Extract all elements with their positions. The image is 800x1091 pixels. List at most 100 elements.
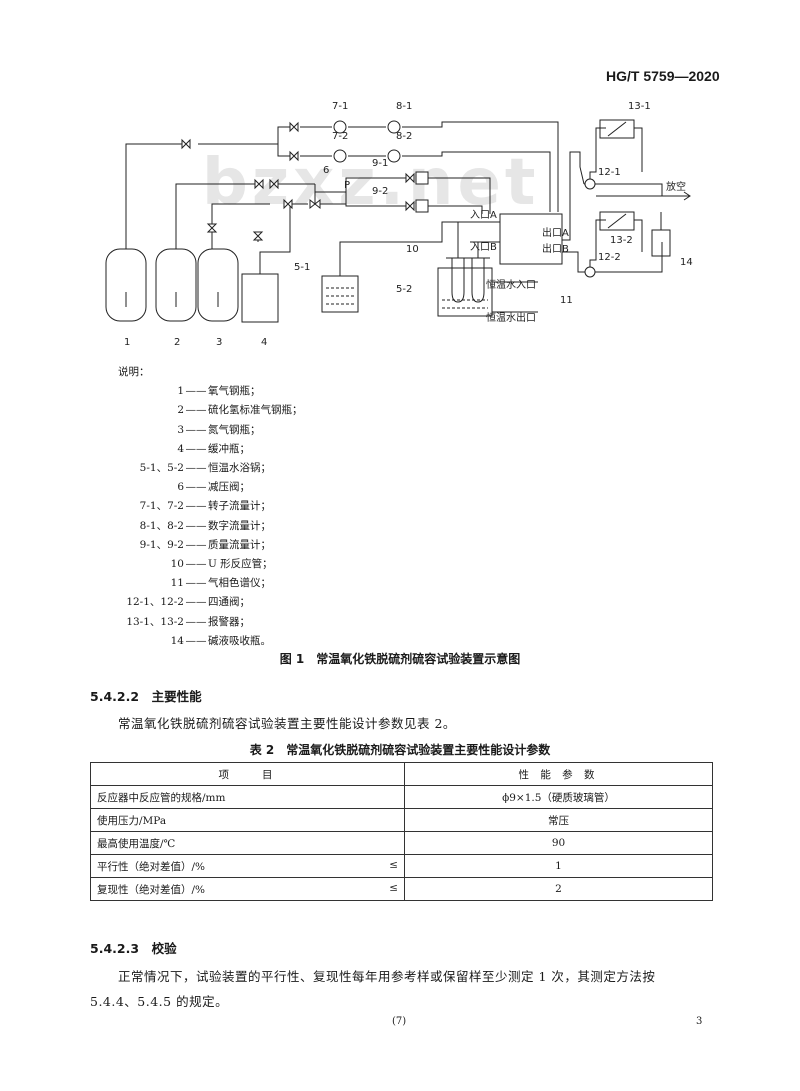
page-number: 3 (696, 1016, 703, 1027)
paragraph-5423-line1: 正常情况下，试验装置的平行性、复现性每年用参考样或保留样至少测定 1 次，其测定… (118, 969, 656, 984)
legend-item-text: 氮气钢瓶； (208, 423, 261, 436)
section-5423-heading: 5.4.2.3 校验 (90, 938, 177, 957)
item-symbol: ≤ (389, 881, 398, 894)
legend-item-text: 硫化氢标准气钢瓶； (208, 404, 303, 417)
label-13-1: 13-1 (628, 101, 651, 112)
legend-item-number: 11 (170, 577, 184, 590)
paragraph-5422: 常温氧化铁脱硫剂硫容试验装置主要性能设计参数见表 2。 (118, 716, 456, 731)
section-5422-heading: 5.4.2.2 主要性能 (90, 686, 202, 705)
label-6: 6 (323, 165, 329, 176)
legend-item: 13-1、13-2——报警器； (118, 613, 303, 632)
legend-item: 4——缓冲瓶； (118, 440, 303, 459)
label-8-1: 8-1 (396, 101, 412, 112)
item-text: 最高使用温度/℃ (97, 837, 176, 850)
label-inlet-a: 入口A (470, 210, 497, 221)
legend-dash: —— (185, 596, 207, 609)
footer-center: (7) (392, 1016, 407, 1027)
table-header-value: 性 能 参 数 (404, 762, 713, 786)
legend-dash: —— (185, 385, 207, 398)
figure-caption: 图 1 常温氧化铁脱硫剂硫容试验装置示意图 (279, 652, 521, 666)
label-11: 11 (560, 295, 573, 306)
table-row: 平行性（绝对差值）/% ≤1 (90, 854, 713, 878)
legend-title: 说明： (118, 366, 150, 378)
label-5-2: 5-2 (396, 284, 412, 295)
legend-item-number: 3 (177, 423, 184, 436)
table-row: 最高使用温度/℃ 90 (90, 831, 713, 855)
label-7-1: 7-1 (332, 101, 348, 112)
label-13-2: 13-2 (610, 235, 633, 246)
item-symbol: ≤ (389, 858, 398, 871)
apparatus-diagram: bzxz.net (105, 101, 693, 348)
legend-item-number: 12-1、12-2 (126, 596, 184, 609)
item-text: 平行性（绝对差值）/% (97, 860, 206, 873)
legend-item: 10——U 形反应管； (118, 555, 303, 574)
legend-item-text: 四通阀； (208, 596, 250, 609)
legend-dash: —— (185, 558, 207, 571)
label-inlet-b: 入口B (470, 242, 497, 253)
legend-item-number: 13-1、13-2 (126, 615, 184, 628)
table-caption: 表 2 常温氧化铁脱硫剂硫容试验装置主要性能设计参数 (249, 743, 551, 757)
legend-item: 7-1、7-2——转子流量计； (118, 497, 303, 516)
legend-item-number: 6 (177, 481, 184, 494)
label-p: P (344, 180, 350, 191)
label-9-2: 9-2 (372, 186, 388, 197)
legend-dash: —— (185, 615, 207, 628)
legend-dash: —— (185, 577, 207, 590)
table-cell-item: 最高使用温度/℃ (90, 831, 405, 855)
legend-item-text: 恒温水浴锅； (208, 462, 271, 475)
section-5422-number: 5.4.2.2 (90, 689, 140, 704)
legend-item: 9-1、9-2——质量流量计； (118, 536, 303, 555)
gas-chromatograph (499, 213, 563, 265)
cylinder-2 (155, 248, 197, 322)
legend-item-text: 气相色谱仪； (208, 577, 271, 590)
legend-item-number: 2 (177, 404, 184, 417)
alarm-13-2 (599, 211, 635, 231)
legend-item-number: 1 (177, 385, 184, 398)
label-10: 10 (406, 244, 419, 255)
legend-item: 14——碱液吸收瓶。 (118, 632, 303, 651)
table-cell-value: 1 (404, 854, 713, 878)
table-cell-value: 常压 (404, 808, 713, 832)
legend-dash: —— (185, 538, 207, 551)
legend-item-number: 5-1、5-2 (139, 462, 184, 475)
table-cell-value: 90 (404, 831, 713, 855)
legend-item-text: 氧气钢瓶； (208, 385, 261, 398)
legend-item: 2——硫化氢标准气钢瓶； (118, 401, 303, 420)
label-12-2: 12-2 (598, 252, 621, 263)
section-5422-title: 主要性能 (151, 689, 202, 704)
label-water-in: 恒温水入口 (486, 278, 536, 291)
legend-item-text: 质量流量计； (208, 538, 271, 551)
water-bath-5-2 (437, 267, 493, 317)
table-cell-item: 反应器中反应管的规格/mm (90, 785, 405, 809)
cylinder-3 (197, 248, 239, 322)
standard-code: HG/T 5759—2020 (606, 68, 720, 84)
table-row: 复现性（绝对差值）/%≤2 (90, 877, 713, 901)
label-12-1: 12-1 (598, 167, 621, 178)
cylinder-1 (105, 248, 147, 322)
buffer-bottle (241, 273, 279, 323)
legend-dash: —— (185, 423, 207, 436)
legend-dash: —— (185, 442, 207, 455)
item-text: 反应器中反应管的规格/mm (97, 791, 226, 804)
watermark: bzxz.net (202, 146, 539, 220)
label-3: 3 (216, 337, 222, 348)
legend-item-text: 转子流量计； (208, 500, 271, 513)
section-5423-number: 5.4.2.3 (90, 941, 140, 956)
alarm-13-1 (599, 119, 635, 139)
table-cell-item: 使用压力/MPa (90, 808, 405, 832)
legend-item-number: 10 (170, 558, 184, 571)
label-water-out: 恒温水出口 (486, 311, 536, 324)
legend-item-number: 14 (170, 634, 184, 647)
absorption-bottle (651, 229, 671, 257)
legend-item-text: U 形反应管； (208, 558, 273, 571)
legend-dash: —— (185, 481, 207, 494)
legend-item-text: 减压阀； (208, 481, 250, 494)
legend-dash: —— (185, 462, 207, 475)
legend-item-number: 7-1、7-2 (139, 500, 184, 513)
legend-item: 1——氧气钢瓶； (118, 382, 303, 401)
paragraph-5423-line2: 5.4.4、5.4.5 的规定。 (90, 994, 229, 1009)
legend-dash: —— (185, 404, 207, 417)
legend-item: 6——减压阀； (118, 478, 303, 497)
legend-item-text: 碱液吸收瓶。 (208, 634, 271, 647)
